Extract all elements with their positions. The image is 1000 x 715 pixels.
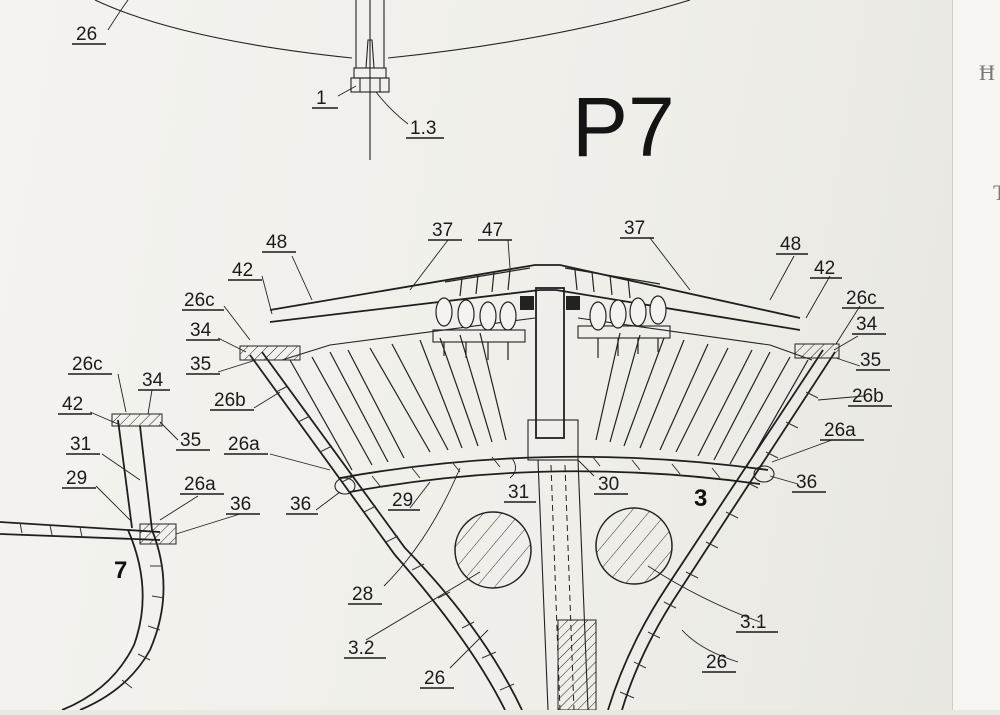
label-1: 1	[316, 88, 327, 109]
sheet-title: P7	[572, 80, 675, 174]
label-26b-right: 26b	[852, 386, 884, 407]
side-rail-cap	[111, 413, 163, 427]
label-26a-side: 26a	[184, 474, 216, 495]
label-48-left: 48	[266, 232, 287, 253]
rail-cap-right	[794, 343, 840, 359]
label-36-left: 36	[290, 494, 311, 515]
label-35-right: 35	[860, 350, 881, 371]
upper-deck-lower	[269, 289, 801, 331]
upper-deck-top	[269, 264, 801, 319]
hull-inner-left	[261, 351, 523, 710]
label-30: 30	[598, 474, 619, 495]
label-3-2: 3.2	[348, 638, 374, 659]
tank-right	[595, 507, 673, 585]
label-42-side: 42	[62, 394, 83, 415]
label-26a-right: 26a	[824, 420, 856, 441]
label-3-1: 3.1	[740, 612, 766, 633]
hull-inner-right	[607, 349, 824, 710]
side-bulwark-inner	[117, 419, 133, 529]
label-42-right: 42	[814, 258, 835, 279]
deck-beam-bottom	[349, 470, 761, 493]
edge-glyph-2: T	[993, 180, 1000, 205]
pin-rack-left	[432, 329, 526, 343]
adjacent-sheet-drawing: Ħ T	[979, 60, 1000, 205]
label-34-right: 34	[856, 314, 878, 335]
tank-left	[454, 511, 532, 589]
top-hull-curve-left	[94, 0, 353, 59]
keel-post	[557, 619, 597, 710]
frame-timbers-right	[595, 332, 809, 469]
label-42-left: 42	[232, 260, 253, 281]
label-36-right: 36	[796, 472, 817, 493]
rail-cap-left	[239, 345, 301, 361]
label-31: 31	[508, 482, 529, 503]
top-detail	[94, 0, 691, 160]
belaying-pins	[435, 295, 667, 331]
top-hull-curve-right	[387, 0, 691, 59]
main-cross-section	[239, 264, 840, 710]
side-hull-inner	[61, 529, 144, 710]
label-48-right: 48	[780, 234, 801, 255]
label-35-left: 35	[190, 354, 211, 375]
label-26a-left: 26a	[228, 434, 260, 455]
label-29-side: 29	[66, 468, 87, 489]
frame-timbers-left	[289, 332, 507, 471]
hull-outer-left	[249, 354, 506, 710]
label-34-left: 34	[190, 320, 212, 341]
label-37-left: 37	[432, 220, 453, 241]
central-post	[535, 287, 565, 439]
section-number-7: 7	[114, 557, 127, 584]
label-29: 29	[392, 490, 413, 511]
side-section-7	[0, 413, 177, 710]
top-grating	[444, 267, 661, 299]
label-26-bottom-right: 26	[706, 652, 727, 673]
label-26c-right: 26c	[846, 288, 877, 309]
pin-rack-right	[577, 325, 671, 339]
label-26c-left: 26c	[184, 290, 215, 311]
beam-end-left	[334, 477, 356, 495]
label-35-side: 35	[180, 430, 201, 451]
label-26-top: 26	[76, 24, 97, 45]
part-labels: 26 1 1.3 48 42 26c 34 35 26b 26a 36 29 3…	[58, 24, 892, 689]
mast-foot	[350, 0, 390, 160]
adjacent-sheet-edge: Ħ T	[952, 0, 1000, 710]
leader-lines	[89, 0, 865, 669]
label-34-side: 34	[142, 370, 164, 391]
section-number-3: 3	[694, 485, 707, 512]
deck-beam-top	[339, 455, 769, 479]
label-1-3: 1.3	[410, 118, 436, 139]
label-28: 28	[352, 584, 373, 605]
label-26b-left: 26b	[214, 390, 246, 411]
label-26c-side: 26c	[72, 354, 103, 375]
label-47: 47	[482, 220, 503, 241]
side-hull-outer	[79, 425, 165, 710]
label-31-side: 31	[70, 434, 91, 455]
label-26-bottom-left: 26	[424, 668, 445, 689]
label-36-side: 36	[230, 494, 251, 515]
beam-end-right	[753, 465, 775, 483]
label-37-right: 37	[624, 218, 645, 239]
edge-glyph-1: Ħ	[979, 60, 995, 85]
